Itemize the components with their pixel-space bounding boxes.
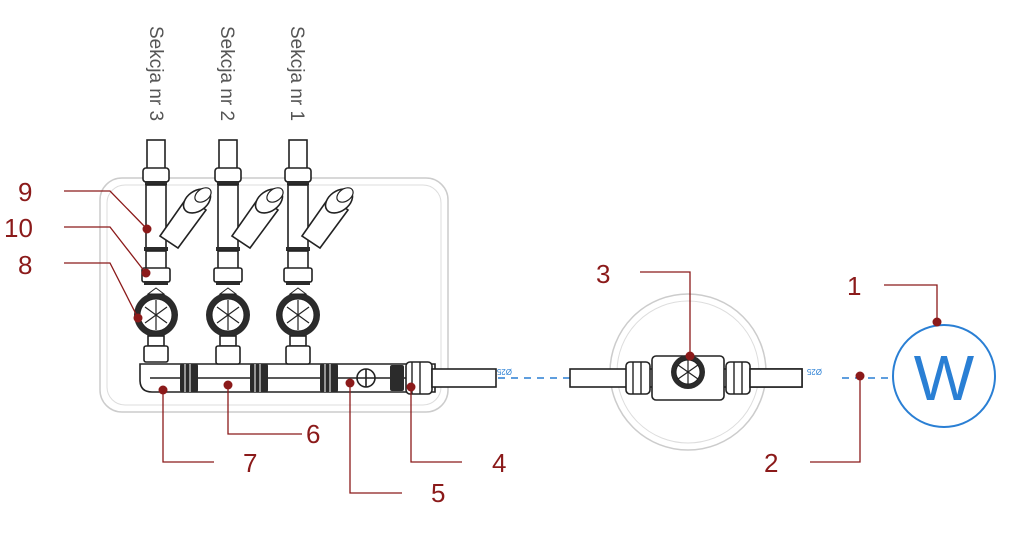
manifold-coupling-3 [320, 364, 338, 392]
valve-box-inner [106, 184, 442, 406]
callout-4: 4 [492, 448, 506, 478]
supply-pipe-right: Ø25 [749, 367, 895, 388]
callout-3: 3 [596, 259, 610, 289]
callout-2: 2 [764, 448, 778, 478]
pipe-diameter-label-left: Ø25 [496, 367, 512, 376]
water-source: W [892, 324, 996, 428]
manifold-coupling-2 [250, 364, 268, 392]
callout-5: 5 [431, 478, 445, 508]
section-label-2: Sekcja nr 2 [216, 26, 237, 121]
section-branch-1 [276, 139, 354, 365]
main-valve [651, 355, 725, 401]
section-branch-2 [206, 139, 284, 365]
valve-box [99, 177, 449, 413]
water-source-label: W [914, 342, 975, 414]
manifold-coupling-1 [180, 364, 198, 392]
callout-10: 10 [4, 213, 33, 243]
leaders [64, 190, 942, 494]
section-branch-3 [134, 139, 212, 363]
callout-8: 8 [18, 250, 32, 280]
callout-6: 6 [306, 419, 320, 449]
callout-1: 1 [847, 271, 861, 301]
supply-pipe-left: Ø25 [431, 367, 570, 388]
section-label-1: Sekcja nr 1 [286, 26, 307, 121]
section-label-3: Sekcja nr 3 [145, 26, 166, 121]
ball-valve [356, 368, 376, 388]
callout-7: 7 [243, 448, 257, 478]
callout-9: 9 [18, 177, 32, 207]
pipe-diameter-label-right: Ø25 [806, 367, 822, 376]
